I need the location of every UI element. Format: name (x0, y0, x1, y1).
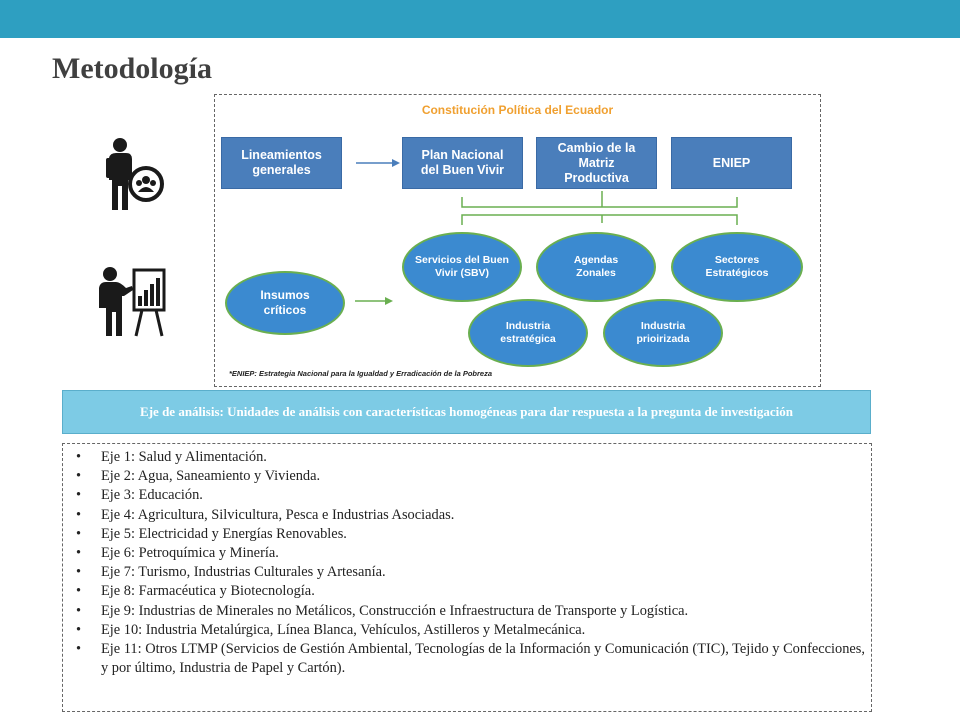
ejes-list-box: Eje 1: Salud y Alimentación. Eje 2: Agua… (62, 443, 872, 712)
top-accent-bar (0, 0, 960, 38)
list-item: Eje 5: Electricidad y Energías Renovable… (63, 525, 871, 544)
list-item: Eje 2: Agua, Saneamiento y Vivienda. (63, 467, 871, 486)
oval-sectores: Sectores Estratégicos (671, 232, 803, 302)
list-item: Eje 11: Otros LTMP (Servicios de Gestión… (63, 640, 871, 678)
oval-industria-priorizada: Industria prioirizada (603, 299, 723, 367)
oval-servicios: Servicios del Buen Vivir (SBV) (402, 232, 522, 302)
list-item: Eje 1: Salud y Alimentación. (63, 448, 871, 467)
box-plan-nacional: Plan Nacional del Buen Vivir (402, 137, 523, 189)
list-item: Eje 9: Industrias de Minerales no Metáli… (63, 602, 871, 621)
box-cambio-matriz: Cambio de la Matriz Productiva (536, 137, 657, 189)
presenter-chart-board-icon (96, 266, 168, 338)
ejes-list: Eje 1: Salud y Alimentación. Eje 2: Agua… (63, 444, 871, 678)
oval-insumos: Insumos críticos (225, 271, 345, 335)
list-item: Eje 3: Educación. (63, 486, 871, 505)
diagram-connectors (355, 159, 738, 305)
list-item: Eje 7: Turismo, Industrias Culturales y … (63, 563, 871, 582)
list-item: Eje 6: Petroquímica y Minería. (63, 544, 871, 563)
page-title: Metodología (52, 52, 212, 85)
eje-analisis-header: Eje de análisis: Unidades de análisis co… (62, 390, 871, 434)
list-item: Eje 10: Industria Metalúrgica, Línea Bla… (63, 621, 871, 640)
oval-agendas: Agendas Zonales (536, 232, 656, 302)
methodology-diagram: Constitución Política del Ecuador Lineam… (214, 94, 821, 387)
list-item: Eje 8: Farmacéutica y Biotecnología. (63, 582, 871, 601)
person-with-people-circle-icon (104, 136, 166, 212)
diagram-footnote: *ENIEP: Estrategia Nacional para la Igua… (229, 369, 493, 378)
oval-industria-estrategica: Industria estratégica (468, 299, 588, 367)
diagram-title: Constitución Política del Ecuador (421, 103, 614, 117)
box-eniep: ENIEP (671, 137, 792, 189)
box-lineamientos: Lineamientos generales (221, 137, 342, 189)
list-item: Eje 4: Agricultura, Silvicultura, Pesca … (63, 506, 871, 525)
